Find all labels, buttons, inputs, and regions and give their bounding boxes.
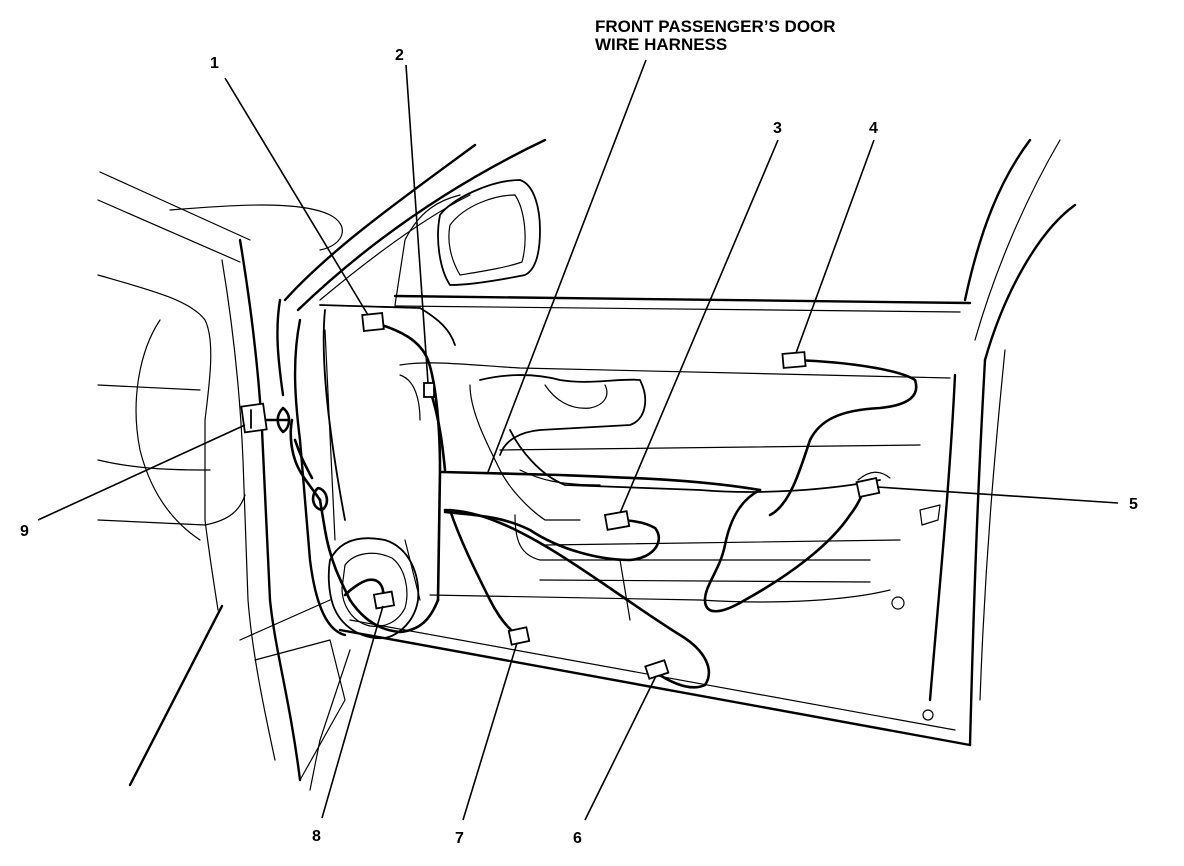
connector-4 <box>781 351 807 369</box>
leader-9 <box>37 424 246 521</box>
leader-5 <box>876 486 1119 504</box>
callout-1: 1 <box>210 55 219 72</box>
leader-3 <box>619 139 779 514</box>
connector-7 <box>507 626 531 646</box>
leader-1 <box>224 77 369 316</box>
callout-2: 2 <box>395 47 404 64</box>
leader-lines <box>37 59 1119 821</box>
connectors <box>240 312 881 680</box>
callout-6: 6 <box>573 830 582 847</box>
connector-9 <box>240 402 268 434</box>
leader-2 <box>405 64 429 384</box>
connector-2 <box>423 382 435 398</box>
vehicle-body-outline <box>97 138 1077 791</box>
leader-8 <box>321 605 384 819</box>
leader-6 <box>584 675 657 821</box>
leader-7 <box>462 642 518 821</box>
title-line-1: FRONT PASSENGER’S DOOR <box>595 17 836 36</box>
callout-numbers: 1 2 3 4 5 6 7 8 9 <box>20 47 1138 847</box>
callout-7: 7 <box>455 830 464 847</box>
connector-5 <box>855 477 881 498</box>
callout-8: 8 <box>312 828 321 845</box>
callout-5: 5 <box>1129 496 1138 513</box>
title-line-2: WIRE HARNESS <box>595 35 727 54</box>
leader-4 <box>795 139 875 354</box>
connector-8 <box>372 590 396 610</box>
connector-1 <box>361 312 385 332</box>
callout-4: 4 <box>869 120 878 137</box>
connector-6 <box>644 659 670 680</box>
callout-9: 9 <box>20 523 29 540</box>
leader-title <box>487 59 647 473</box>
callout-3: 3 <box>773 120 782 137</box>
wire-harness <box>260 320 918 689</box>
connector-3 <box>603 510 631 531</box>
